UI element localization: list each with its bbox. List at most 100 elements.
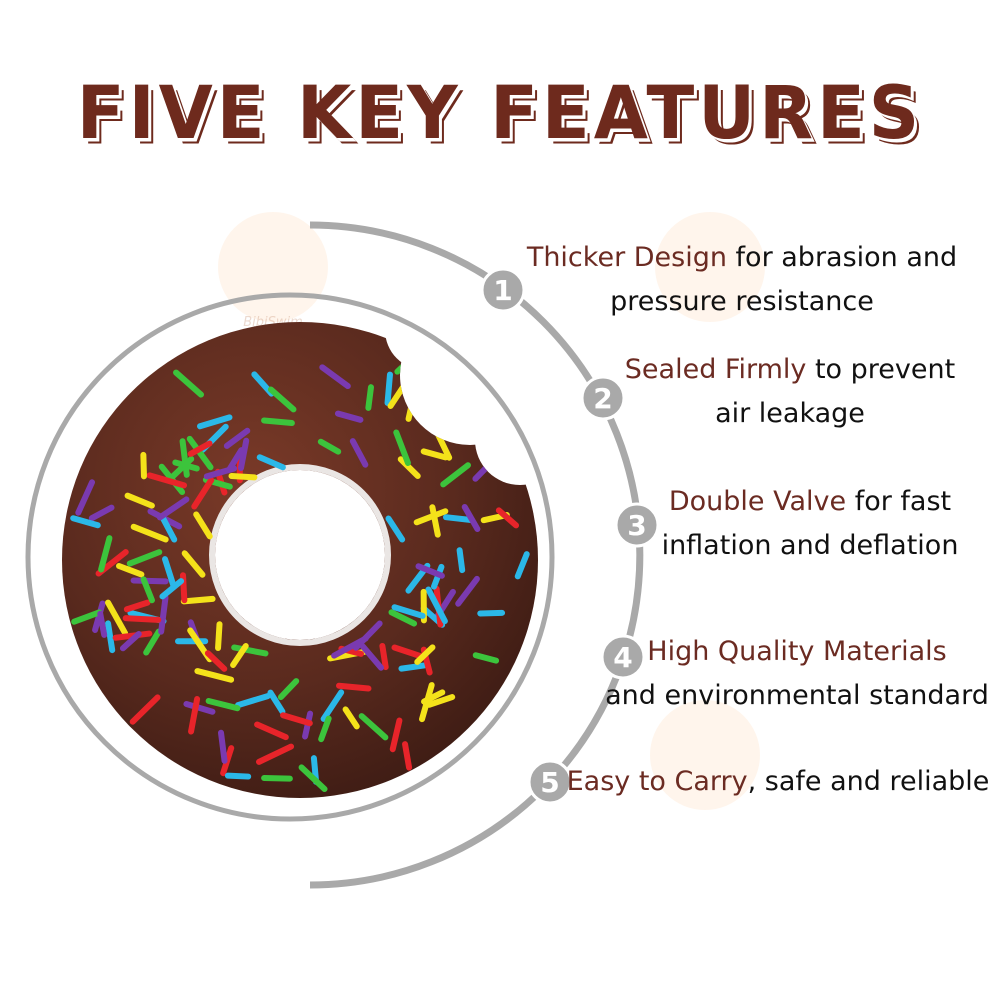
sprinkle (419, 682, 435, 723)
sprinkle (387, 378, 410, 409)
sprinkle (472, 652, 500, 664)
sprinkle (71, 609, 103, 625)
sprinkle (391, 644, 423, 659)
sprinkle (391, 604, 426, 619)
sprinkle (318, 715, 332, 743)
svg-text:2: 2 (593, 382, 612, 415)
feature-2: Sealed Firmly to prevent air leakage (540, 348, 1000, 436)
sprinkle (181, 550, 206, 578)
sprinkle (224, 772, 252, 780)
sprinkle (186, 435, 214, 471)
sprinkle (461, 503, 481, 532)
sprinkle (456, 398, 475, 437)
number-badge-1: 1 (480, 267, 526, 313)
sprinkle (130, 577, 169, 585)
sprinkle (191, 477, 215, 510)
sprinkle (88, 504, 115, 522)
sprinkle (215, 621, 223, 651)
sprinkle (280, 712, 313, 727)
watermark-logo (655, 212, 765, 322)
sprinkle (203, 465, 238, 480)
sprinkle (122, 615, 162, 623)
sprinkle (394, 352, 418, 375)
sprinkle (193, 511, 213, 540)
sprinkle (183, 700, 216, 715)
number-badge-4: 4 (600, 634, 646, 680)
sprinkle (432, 425, 453, 461)
sprinkle (385, 515, 406, 543)
sprinkle (393, 429, 411, 466)
sprinkle (130, 523, 169, 543)
sprinkle (179, 438, 190, 478)
sprinkle (159, 578, 185, 600)
feature-text: to prevent (806, 354, 956, 385)
feature-highlight: Thicker Design (526, 242, 727, 273)
sprinkle (410, 358, 426, 392)
sprinkle (334, 410, 364, 423)
sprinkle (384, 371, 393, 406)
sprinkle (231, 644, 269, 657)
sprinkle (256, 454, 286, 471)
donut-hole-edge (209, 464, 391, 646)
outer-arc (309, 221, 644, 889)
number-badge-2: 2 (580, 375, 626, 421)
sprinkle (352, 620, 383, 651)
feature-line-2: air leakage (715, 398, 865, 429)
sprinkle (320, 689, 345, 722)
feature-text: for fast (846, 486, 952, 517)
sprinkle (97, 610, 108, 638)
sprinkle (205, 697, 241, 712)
sprinkle (425, 586, 448, 625)
sprinkle (398, 662, 428, 672)
sprinkle (140, 451, 147, 480)
sprinkle (228, 473, 258, 481)
sprinkle (429, 504, 441, 538)
sprinkle (277, 678, 300, 701)
sprinkle (156, 496, 190, 521)
sprinkle (472, 454, 500, 482)
sprinkle (388, 609, 418, 627)
sprinkle (204, 650, 228, 672)
sprinkle (405, 382, 420, 422)
sprinkle (267, 689, 286, 715)
sprinkle (442, 514, 476, 524)
watermark-logo (650, 700, 760, 810)
feature-text: , safe and reliable (747, 766, 990, 797)
sprinkle (342, 706, 360, 730)
inner-ring (25, 292, 555, 822)
feature-line-1: Sealed Firmly to prevent (540, 348, 1000, 392)
sprinkle (256, 743, 295, 765)
sprinkle (298, 764, 328, 793)
sprinkle (495, 507, 520, 529)
sprinkle (440, 462, 471, 488)
feature-line-1: Double Valve for fast (560, 480, 1000, 524)
sprinkle (389, 717, 403, 753)
sprinkle (119, 630, 142, 652)
feature-highlight: High Quality Materials (647, 636, 947, 667)
sprinkle (75, 479, 96, 516)
feature-line-1: Easy to Carry, safe and reliable (528, 760, 1000, 804)
feature-line-1: Thicker Design for abrasion and (492, 236, 992, 280)
sprinkle (140, 576, 155, 604)
sprinkle (158, 594, 169, 635)
sprinkle (98, 535, 113, 573)
sprinkle (116, 562, 145, 578)
sprinkle (397, 456, 421, 480)
sprinkle (319, 364, 351, 390)
sprinkle (477, 609, 506, 617)
svg-text:1: 1 (493, 274, 512, 307)
sprinkle (261, 775, 293, 782)
sprinkle (180, 595, 216, 605)
feature-line-2: inflation and deflation (661, 530, 959, 561)
sprinkle (146, 472, 188, 489)
sprinkle (162, 556, 177, 589)
svg-text:3: 3 (627, 509, 646, 542)
sprinkle (196, 414, 233, 430)
sprinkle (336, 682, 372, 692)
feature-3: Double Valve for fast inflation and defla… (560, 480, 1000, 568)
page-title: FIVE KEY FEATURES (76, 69, 924, 157)
sprinkle (358, 713, 389, 741)
sprinkle (124, 492, 155, 509)
sprinkle (143, 628, 162, 656)
